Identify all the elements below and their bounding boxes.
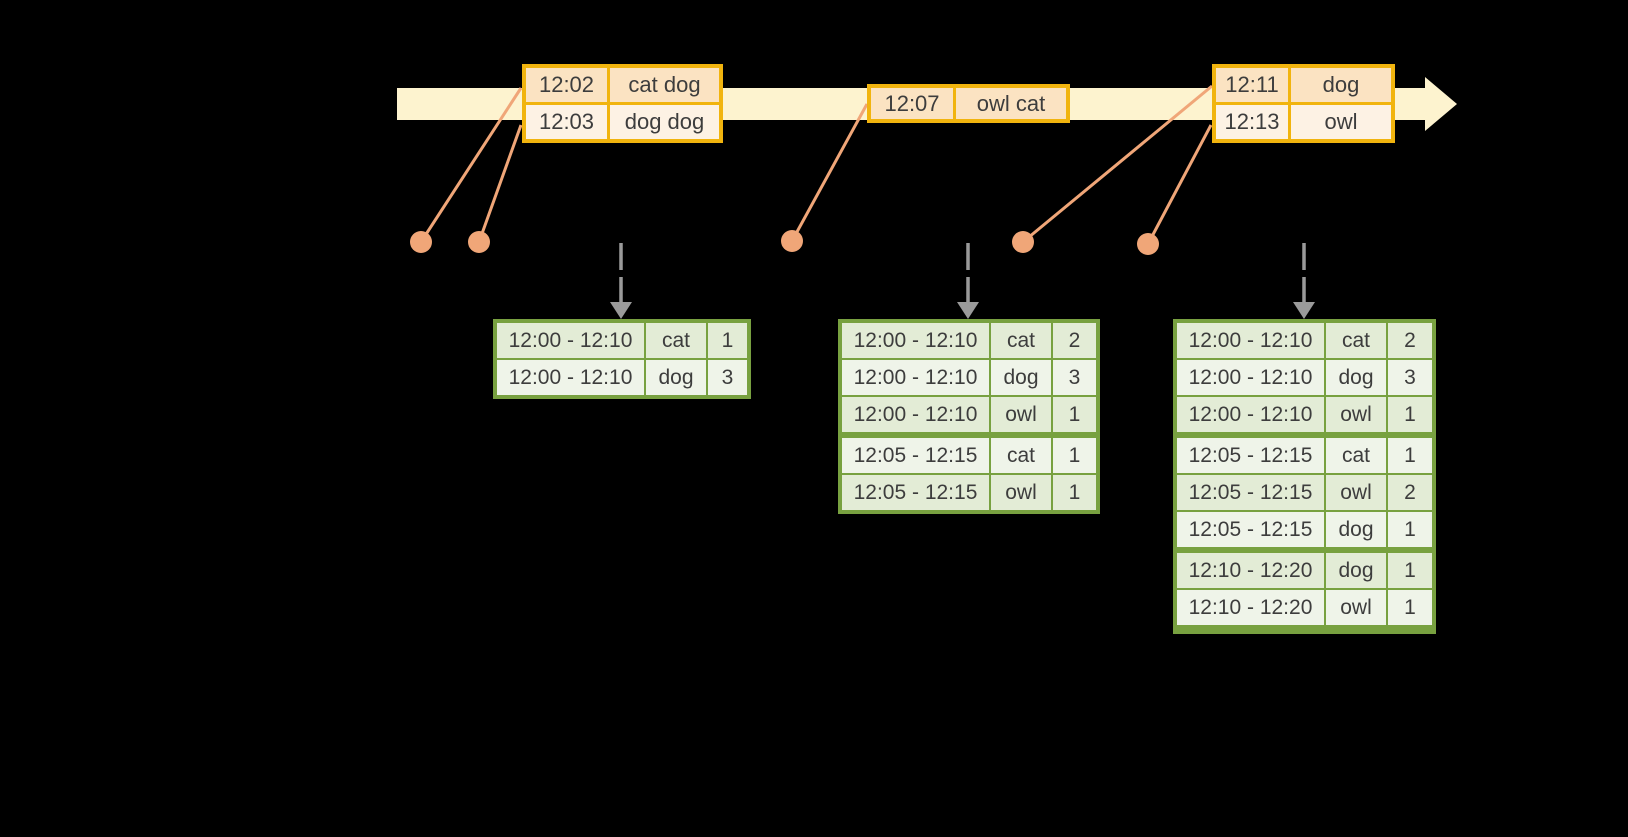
result-count: 2 <box>1053 323 1096 358</box>
result-count: 3 <box>1388 360 1432 395</box>
trigger-arrow-icon <box>957 243 979 319</box>
result-row: 12:00 - 12:10 cat 1 <box>497 323 747 358</box>
result-window: 12:10 - 12:20 <box>1177 553 1324 588</box>
event-dot <box>781 230 803 252</box>
result-count: 2 <box>1388 323 1432 358</box>
event-connector-line <box>419 87 523 243</box>
result-row: 12:05 - 12:15 dog 1 <box>1177 512 1432 547</box>
result-table: 12:00 - 12:10 cat 1 12:00 - 12:10 dog 3 <box>493 319 751 399</box>
event-row: 12:03 dog dog <box>526 105 719 139</box>
result-word: owl <box>1326 590 1386 625</box>
result-word: dog <box>1326 553 1386 588</box>
trigger-arrow-icon <box>1293 243 1315 319</box>
result-window: 12:00 - 12:10 <box>842 360 989 395</box>
result-window: 12:05 - 12:15 <box>842 475 989 510</box>
event-table: 12:07 owl cat <box>867 84 1070 123</box>
result-count: 1 <box>1388 397 1432 432</box>
result-count: 1 <box>1388 512 1432 547</box>
result-count: 3 <box>1053 360 1096 395</box>
result-row: 12:05 - 12:15 cat 1 <box>1177 438 1432 473</box>
trigger-arrow-icon <box>610 243 632 319</box>
event-time: 12:07 <box>871 88 953 119</box>
event-words: owl <box>1291 105 1391 139</box>
event-dot <box>468 231 490 253</box>
result-row: 12:00 - 12:10 dog 3 <box>497 360 747 395</box>
event-words: dog dog <box>610 105 719 139</box>
result-row: 12:05 - 12:15 owl 2 <box>1177 475 1432 510</box>
event-row: 12:13 owl <box>1216 105 1391 139</box>
result-row: 12:00 - 12:10 dog 3 <box>1177 360 1432 395</box>
result-count: 1 <box>708 323 747 358</box>
event-table: 12:11 dog 12:13 owl <box>1212 64 1395 143</box>
event-row: 12:11 dog <box>1216 68 1391 102</box>
result-word: dog <box>1326 360 1386 395</box>
result-word: cat <box>646 323 706 358</box>
result-window: 12:00 - 12:10 <box>1177 397 1324 432</box>
event-row: 12:07 owl cat <box>871 88 1066 119</box>
result-window: 12:00 - 12:10 <box>1177 360 1324 395</box>
result-row: 12:00 - 12:10 cat 2 <box>842 323 1096 358</box>
result-row: 12:00 - 12:10 dog 3 <box>842 360 1096 395</box>
result-count: 1 <box>1053 475 1096 510</box>
result-word: cat <box>991 323 1051 358</box>
result-window: 12:10 - 12:20 <box>1177 590 1324 625</box>
result-table: 12:00 - 12:10 cat 2 12:00 - 12:10 dog 3 … <box>838 319 1100 514</box>
event-connector-line <box>1022 84 1213 244</box>
event-words: cat dog <box>610 68 719 102</box>
result-row: 12:05 - 12:15 owl 1 <box>842 475 1096 510</box>
result-window: 12:00 - 12:10 <box>497 323 644 358</box>
event-time: 12:13 <box>1216 105 1288 139</box>
result-window: 12:05 - 12:15 <box>842 438 989 473</box>
result-row: 12:10 - 12:20 dog 1 <box>1177 553 1432 588</box>
result-window: 12:00 - 12:10 <box>1177 323 1324 358</box>
event-dot <box>1137 233 1159 255</box>
result-window: 12:05 - 12:15 <box>1177 438 1324 473</box>
result-count: 1 <box>1388 438 1432 473</box>
event-connector-line <box>790 103 869 242</box>
event-time: 12:11 <box>1216 68 1288 102</box>
event-time: 12:03 <box>526 105 607 139</box>
result-row: 12:05 - 12:15 cat 1 <box>842 438 1096 473</box>
event-words: dog <box>1291 68 1391 102</box>
result-word: owl <box>1326 397 1386 432</box>
timeline-arrowhead-icon <box>1425 77 1457 131</box>
event-words: owl cat <box>956 88 1066 119</box>
result-window: 12:05 - 12:15 <box>1177 512 1324 547</box>
result-word: cat <box>991 438 1051 473</box>
result-window: 12:05 - 12:15 <box>1177 475 1324 510</box>
event-dot <box>410 231 432 253</box>
result-count: 1 <box>1053 397 1096 432</box>
event-connector-line <box>1146 124 1213 245</box>
result-count: 1 <box>1388 553 1432 588</box>
result-word: owl <box>1326 475 1386 510</box>
result-count: 1 <box>1388 590 1432 625</box>
result-word: cat <box>1326 438 1386 473</box>
result-row: 12:00 - 12:10 cat 2 <box>1177 323 1432 358</box>
result-word: cat <box>1326 323 1386 358</box>
result-row: 12:10 - 12:20 owl 1 <box>1177 590 1432 625</box>
result-row: 12:00 - 12:10 owl 1 <box>1177 397 1432 432</box>
result-row: 12:00 - 12:10 owl 1 <box>842 397 1096 432</box>
event-time: 12:02 <box>526 68 607 102</box>
result-window: 12:00 - 12:10 <box>497 360 644 395</box>
result-word: dog <box>991 360 1051 395</box>
result-word: owl <box>991 475 1051 510</box>
event-dot <box>1012 231 1034 253</box>
result-count: 3 <box>708 360 747 395</box>
result-count: 2 <box>1388 475 1432 510</box>
event-connector-line <box>477 124 523 243</box>
result-count: 1 <box>1053 438 1096 473</box>
result-word: dog <box>1326 512 1386 547</box>
event-row: 12:02 cat dog <box>526 68 719 102</box>
result-word: dog <box>646 360 706 395</box>
result-word: owl <box>991 397 1051 432</box>
event-table: 12:02 cat dog 12:03 dog dog <box>522 64 723 143</box>
result-window: 12:00 - 12:10 <box>842 397 989 432</box>
result-table: 12:00 - 12:10 cat 2 12:00 - 12:10 dog 3 … <box>1173 319 1436 634</box>
result-window: 12:00 - 12:10 <box>842 323 989 358</box>
